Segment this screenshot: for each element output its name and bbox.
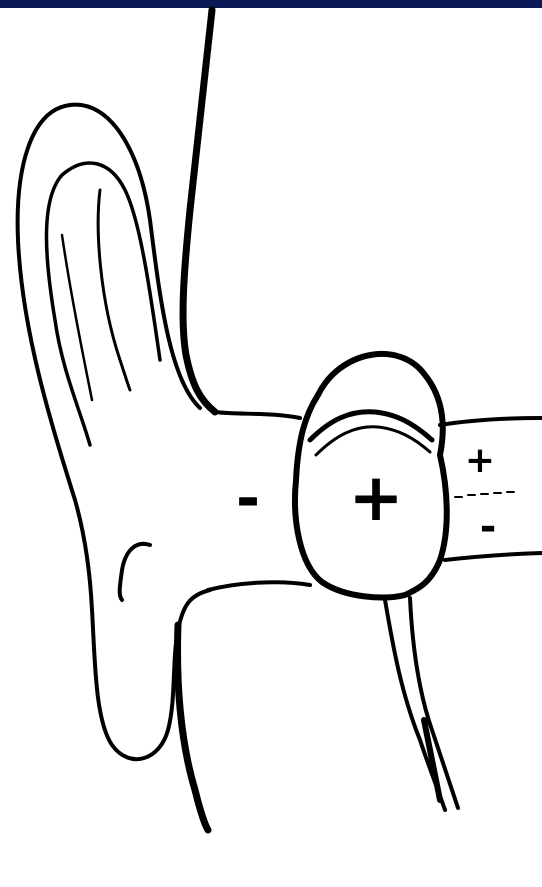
inner-tube-lower-wall [445, 553, 542, 560]
helix-inner-fold [46, 163, 160, 445]
outer-canal-sign: - [236, 464, 260, 532]
inner-tube-dashes [455, 492, 514, 497]
middle-ear-sign: + [348, 459, 403, 536]
eustachian-positive-sign: + [465, 440, 495, 481]
inner-tube-upper-wall [440, 418, 542, 425]
ear-canal-lower-wall [208, 582, 310, 590]
head-outline [183, 10, 215, 412]
eustachian-negative-sign: - [480, 504, 497, 550]
pinna-outline [18, 105, 210, 760]
ear-canal-upper-wall [215, 412, 300, 418]
tragus-curl [120, 544, 150, 600]
antihelix-line [98, 190, 130, 390]
neck-outline [178, 625, 208, 830]
eardrum-membrane-inner [316, 427, 430, 455]
